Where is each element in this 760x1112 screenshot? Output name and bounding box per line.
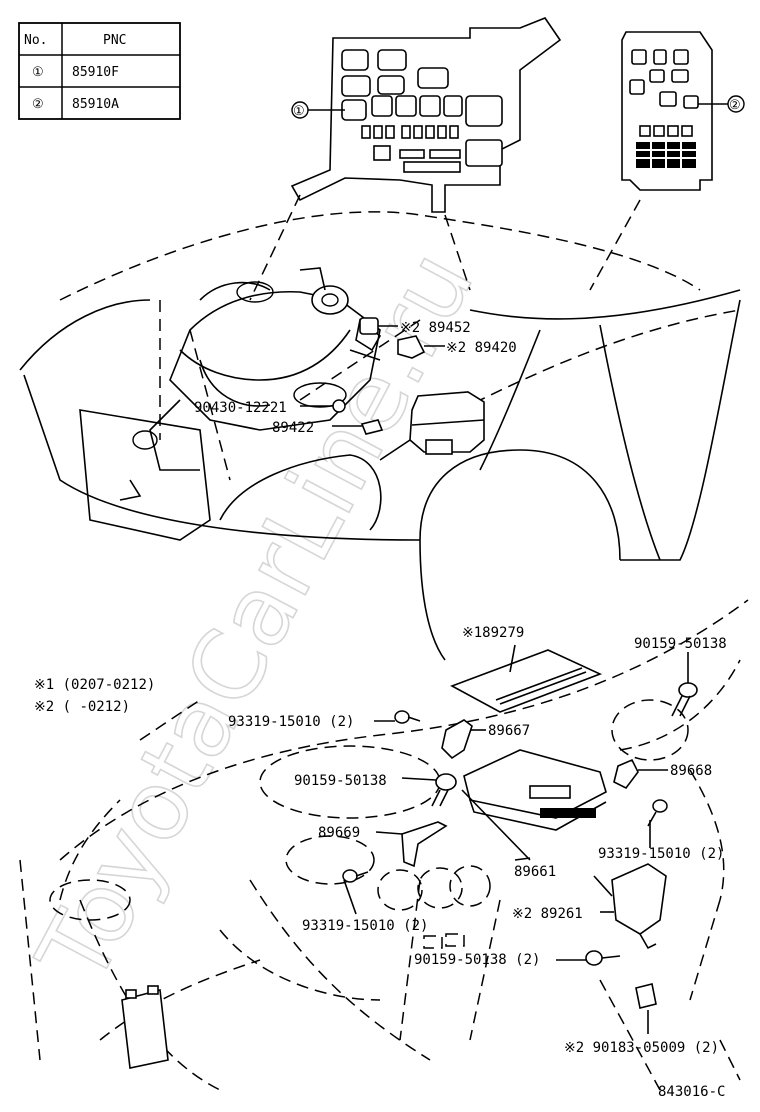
bracket-89667 — [441, 719, 486, 760]
label-90159-50138-left: 90159-50138 — [294, 773, 387, 789]
sensor-89452 — [359, 317, 398, 335]
table-row-no: ② — [32, 97, 44, 112]
label-93319-15010-top: 93319-15010 (2) — [228, 714, 354, 730]
callout-2: ② — [698, 95, 745, 113]
label-89668: 89668 — [670, 763, 712, 779]
bolt-93319-15010-left — [342, 869, 369, 915]
svg-text:②: ② — [729, 98, 741, 113]
engine-assembly — [149, 267, 382, 481]
bolt-93319-15010-right — [647, 799, 668, 848]
label-90159-50138-bottom: 90159-50138 (2) — [414, 952, 540, 968]
bolt-90159-50138-left — [401, 773, 457, 807]
bolt-90159-50138-bottom — [556, 950, 621, 966]
label-89661: 89661 — [514, 864, 556, 880]
sensor-89261 — [593, 863, 667, 950]
junction-block-1 — [290, 17, 562, 213]
junction-block-2 — [621, 31, 713, 191]
note-2: ※2 ( -0212) — [34, 699, 130, 715]
label-89667: 89667 — [488, 723, 530, 739]
bracket-89669 — [375, 821, 448, 868]
label-93319-15010-right: 93319-15010 (2) — [598, 846, 724, 862]
sensor-89422 — [300, 399, 384, 435]
table-row-pnc: 85910A — [72, 97, 119, 112]
table-header-no: No. — [24, 33, 47, 48]
label-89420: ※2 89420 — [446, 340, 517, 356]
pnc-table: No. PNC ① 85910F ② 85910A — [18, 22, 181, 120]
table-header-pnc: PNC — [103, 33, 126, 48]
table-row-no: ① — [32, 65, 44, 80]
dashboard-outline — [19, 599, 749, 1091]
label-189279: ※189279 — [462, 625, 524, 641]
label-89452: ※2 89452 — [400, 320, 471, 336]
watermark: ToyotaCarLine.ru — [16, 234, 495, 1002]
bolt-90159-50138-right — [671, 652, 698, 717]
leader-lines — [461, 789, 531, 861]
table-row-pnc: 85910F — [72, 65, 119, 80]
bolt-93319-15010-top — [374, 710, 421, 724]
callout-1: ① — [291, 101, 345, 119]
airbag-ecu — [463, 749, 607, 831]
vehicle-body-outline — [19, 194, 741, 661]
svg-text:①: ① — [293, 104, 305, 119]
clip-90183-05009 — [635, 983, 657, 1034]
diagram-code: 843016-C — [658, 1084, 725, 1100]
label-93319-15010-left: 93319-15010 (2) — [302, 918, 428, 934]
label-90183-05009: ※2 90183-05009 (2) — [564, 1040, 719, 1056]
label-90159-50138-right: 90159-50138 — [634, 636, 727, 652]
cover-189279 — [450, 644, 603, 713]
label-90430-12221: 90430-12221 — [194, 400, 287, 416]
note-1: ※1 (0207-0212) — [34, 677, 155, 693]
label-89261: ※2 89261 — [512, 906, 583, 922]
side-sensor-left — [121, 985, 169, 1069]
engine-ecu-box — [379, 391, 485, 461]
label-89669: 89669 — [318, 825, 360, 841]
label-89422: 89422 — [272, 420, 314, 436]
bracket-89668 — [613, 758, 668, 790]
sensor-89420 — [397, 335, 445, 359]
